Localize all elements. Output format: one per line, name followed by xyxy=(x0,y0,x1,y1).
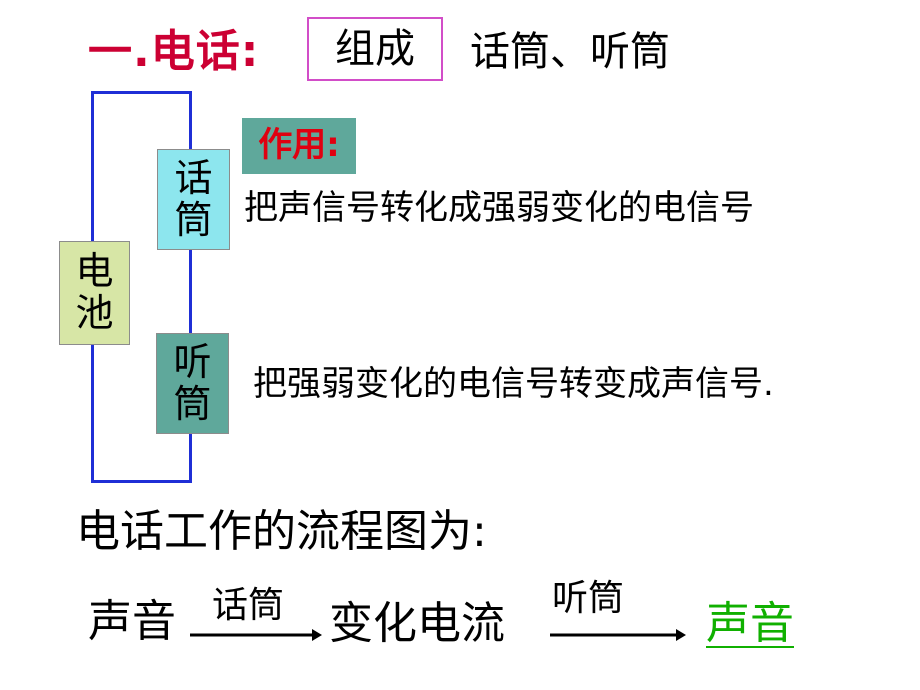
flow-end: 声音 xyxy=(706,598,794,649)
section-title: 一.电话: xyxy=(88,26,260,77)
receiver-description: 把强弱变化的电信号转变成声信号. xyxy=(253,364,774,404)
microphone-char-1: 话 xyxy=(174,156,213,200)
flow-middle: 变化电流 xyxy=(329,598,505,649)
arrow1 xyxy=(190,629,322,641)
microphone-description: 把声信号转化成强弱变化的电信号 xyxy=(244,188,754,228)
battery-char-1: 电 xyxy=(75,249,114,293)
receiver-char-2: 筒 xyxy=(173,382,212,426)
microphone-char-2: 筒 xyxy=(174,198,213,242)
receiver-box: 听 筒 xyxy=(156,333,229,434)
wire-bottom xyxy=(91,480,192,483)
microphone-box: 话 筒 xyxy=(157,149,230,250)
arrow1-label: 话筒 xyxy=(212,585,285,626)
composition-label-box: 组成 xyxy=(307,17,443,81)
flow-start: 声音 xyxy=(88,596,176,647)
battery-box: 电 池 xyxy=(59,241,130,345)
receiver-char-1: 听 xyxy=(173,340,212,384)
composition-parts: 话筒、听筒 xyxy=(470,29,670,75)
battery-char-2: 池 xyxy=(75,291,114,335)
wire-top xyxy=(91,91,192,94)
arrow2 xyxy=(550,629,686,641)
role-label: 作用: xyxy=(242,118,356,174)
arrow2-label: 听筒 xyxy=(552,578,625,619)
wire-right xyxy=(189,91,192,483)
flow-title: 电话工作的流程图为: xyxy=(76,506,487,557)
